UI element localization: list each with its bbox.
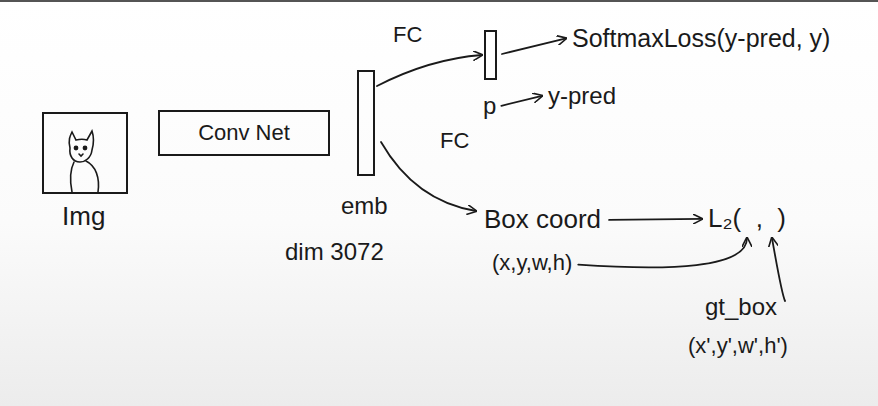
coord-label: (x,y,w,h) — [492, 250, 572, 275]
cat-sketch — [69, 131, 98, 192]
box-label: Box coord — [484, 205, 601, 235]
board-edge — [0, 0, 878, 2]
l2-loss-label: L₂( , ) — [708, 204, 786, 234]
gt-box-label: gt_box — [705, 293, 777, 321]
fc-label: FC — [440, 128, 469, 153]
convnet-label: Conv Net — [198, 120, 290, 145]
dimension-label: dim 3072 — [285, 238, 384, 266]
image-frame: Img — [42, 112, 128, 194]
embedding-vector: embdim 3072 — [357, 70, 375, 176]
fc-label: FC — [393, 22, 422, 47]
image-label: Img — [62, 202, 105, 232]
probability-label: p — [483, 92, 496, 120]
class-score-vector: p — [484, 30, 497, 80]
gt-coord-label: (x',y',w',h') — [688, 333, 788, 358]
convnet-box: Conv Net — [158, 110, 330, 156]
loss-label: SoftmaxLoss(y-pred, y) — [572, 24, 830, 53]
prediction-label: y-pred — [548, 82, 616, 110]
prediction-arrow — [501, 96, 542, 106]
fc-arrow — [377, 55, 482, 86]
embedding-label: emb — [341, 192, 388, 220]
prediction-link — [578, 238, 747, 267]
ground-truth-link — [772, 238, 785, 301]
regression-arrow — [609, 219, 702, 220]
loss-arrow — [502, 38, 566, 54]
